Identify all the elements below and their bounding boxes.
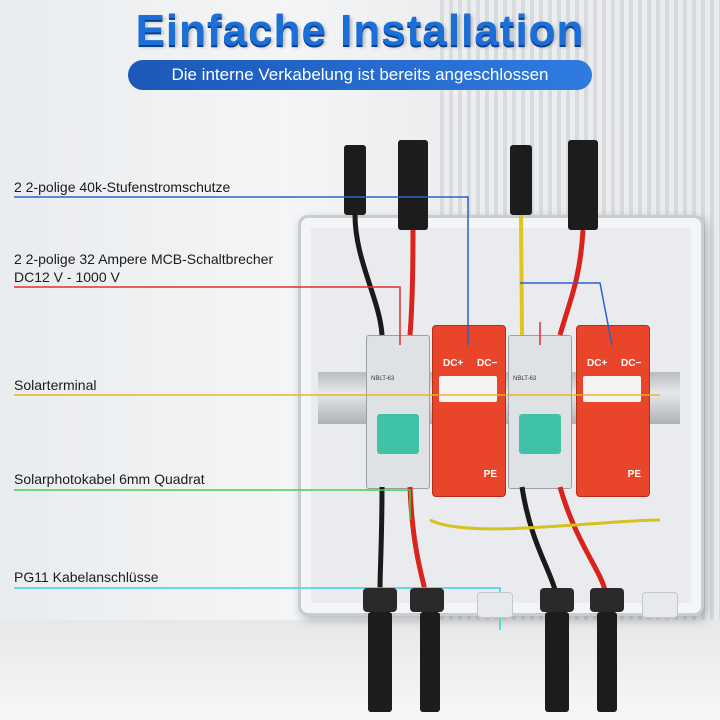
subtitle-banner: Die interne Verkabelung ist bereits ange… (128, 60, 592, 90)
spd-minus-label: DC− (477, 358, 498, 369)
cable-gland-1 (363, 588, 397, 612)
cable-gland-3 (540, 588, 574, 612)
mcb-lever (519, 414, 561, 454)
spd-indicator-window (583, 376, 641, 402)
spd-plus-label: DC+ (587, 358, 608, 369)
cable-gland-unused-1 (477, 592, 513, 618)
spd-pe-label: PE (627, 469, 641, 480)
spd-minus-label: DC− (621, 358, 642, 369)
label-solar-terminal: Solarterminal (14, 377, 97, 393)
label-mcb-breakers: 2 2-polige 32 Ampere MCB-Schaltbrecher (14, 251, 274, 267)
mc4-connector-top-1 (344, 145, 366, 215)
cable-gland-4 (590, 588, 624, 612)
spd-pe-label: PE (483, 469, 497, 480)
spd-indicator-window (439, 376, 497, 402)
mc4-connector-bottom-2 (420, 612, 440, 712)
mc4-connector-bottom-4 (597, 612, 617, 712)
mcb-brand-label: NBLT-63 (371, 376, 395, 382)
mc4-connector-bottom-3 (545, 612, 569, 712)
mc4-connector-top-2 (398, 140, 428, 230)
mcb-lever (377, 414, 419, 454)
label-solar-cable: Solarphotokabel 6mm Quadrat (14, 471, 205, 487)
surge-protector-1: DC+ DC− PE (432, 325, 506, 497)
surge-protector-2: DC+ DC− PE (576, 325, 650, 497)
label-surge-protectors: 2 2-polige 40k-Stufenstromschutze (14, 179, 231, 195)
page-title: Einfache Installation (135, 6, 585, 55)
cable-gland-2 (410, 588, 444, 612)
mcb-brand-label: NBLT-63 (513, 376, 537, 382)
label-cable-glands: PG11 Kabelanschlüsse (14, 569, 159, 585)
mc4-connector-bottom-1 (368, 612, 392, 712)
cable-gland-unused-2 (642, 592, 678, 618)
mcb-breaker-1: NBLT-63 (366, 335, 430, 489)
mc4-connector-top-3 (510, 145, 532, 215)
label-mcb-voltage: DC12 V - 1000 V (14, 269, 120, 285)
mcb-breaker-2: NBLT-63 (508, 335, 572, 489)
mc4-connector-top-4 (568, 140, 598, 230)
spd-plus-label: DC+ (443, 358, 464, 369)
